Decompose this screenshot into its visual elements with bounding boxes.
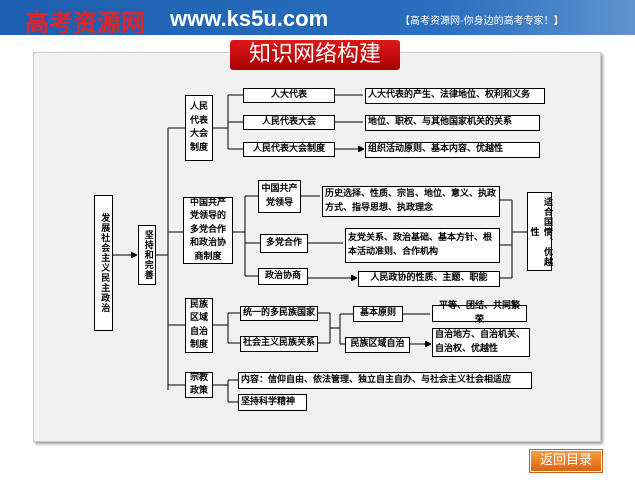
npc-item: 人大代表	[243, 88, 335, 103]
site-url: www.ks5u.com	[170, 6, 329, 31]
npc-node: 人民代表大会制度	[185, 95, 213, 161]
site-slogan: 【高考资源网-你身边的高考专家！】	[400, 16, 564, 27]
root-node: 发展社会主义民主政治	[94, 195, 113, 331]
cpc-item: 中国共产党领导	[258, 180, 301, 213]
religion-spirit: 坚持科学精神	[238, 394, 307, 411]
cpc-conclusion: 适合国情、优越性	[527, 192, 552, 271]
npc-detail: 地位、职权、与其他国家机关的关系	[365, 115, 540, 131]
ethnic-item: 统一的多民族国家	[240, 306, 318, 321]
ethnic-item: 民族区域自治	[345, 337, 410, 353]
religion-content: 内容：信仰自由、依法管理、独立自主自办、与社会主义社会相适应	[238, 372, 532, 389]
cpc-detail: 历史选择、性质、宗旨、地位、意义、执政方式、指导思想、执政理念	[322, 186, 500, 217]
site-logo: 高考资源网	[25, 8, 145, 37]
npc-detail: 组织活动原则、基本内容、优越性	[365, 142, 540, 158]
religion-node: 宗教政策	[185, 372, 213, 398]
npc-detail: 人大代表的产生、法律地位、权利和义务	[365, 88, 545, 104]
level1-node: 坚持和完善	[138, 225, 156, 285]
ethnic-detail: 自治地方、自治机关、自治权、优越性	[432, 328, 530, 357]
site-header: 高考资源网 www.ks5u.com 【高考资源网-你身边的高考专家！】	[0, 0, 635, 37]
ethnic-item: 社会主义民族关系	[240, 336, 318, 352]
npc-item: 人民代表大会制度	[243, 142, 335, 157]
cpc-node: 中国共产党领导的多党合作和政治协商制度	[183, 197, 233, 264]
npc-item: 人民代表大会	[243, 115, 335, 130]
ethnic-item: 基本原则	[353, 306, 403, 322]
cpc-detail: 人民政协的性质、主题、职能	[358, 271, 500, 287]
page-title: 知识网络构建	[230, 40, 400, 70]
cpc-item: 多党合作	[260, 234, 308, 253]
cpc-detail: 友党关系、政治基础、基本方针、根本活动准则、合作机构	[345, 228, 500, 263]
cpc-item: 政治协商	[258, 268, 308, 285]
ethnic-detail: 平等、团结、共同繁荣	[432, 301, 527, 325]
ethnic-node: 民族区域自治制度	[185, 298, 213, 353]
back-to-contents-button[interactable]: 返回目录	[530, 450, 602, 472]
